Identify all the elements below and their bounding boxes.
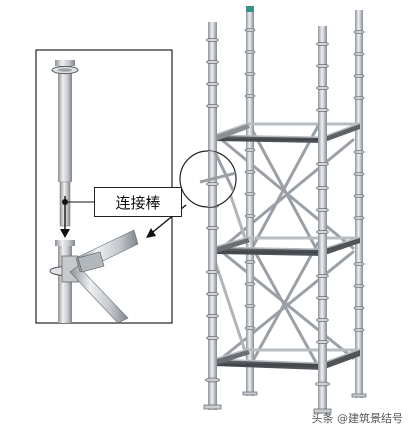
arrowhead-icon (146, 228, 156, 238)
back-standards (246, 6, 363, 398)
front-standards (208, 22, 327, 414)
down-arrow-icon (60, 229, 70, 238)
standard-back-left (246, 8, 254, 396)
connector-dot (62, 199, 68, 205)
ledger-level-middle (213, 236, 361, 256)
diagonal-braces (210, 124, 355, 368)
ledger-level-bottom (213, 348, 361, 370)
base-plates (203, 377, 367, 414)
connector-rod-label: 连接棒 (94, 187, 182, 217)
scaffold-tower (203, 6, 367, 414)
standard-front-right (318, 26, 327, 414)
standard-back-right (355, 10, 363, 398)
upper-standard (51, 60, 79, 238)
standard-front-left (208, 22, 217, 410)
detail-inset (35, 49, 173, 324)
watermark: 头条 @建筑景结号 (311, 412, 404, 425)
ledger-level-top (213, 122, 361, 143)
lower-standard (49, 229, 139, 324)
top-cap (246, 6, 254, 12)
